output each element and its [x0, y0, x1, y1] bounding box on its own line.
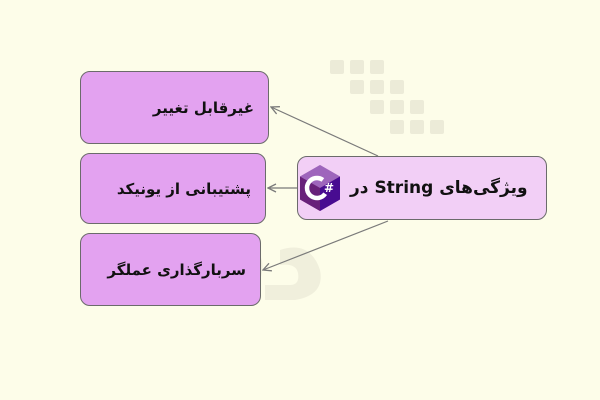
- node-unicode-support: پشتیبانی از یونیکد: [80, 153, 266, 224]
- connector-to-operator-overloading: [263, 220, 389, 270]
- node-operator-overloading-label: سربارگذاری عملگر: [107, 260, 246, 279]
- node-operator-overloading: سربارگذاری عملگر: [80, 233, 261, 306]
- csharp-logo-icon: #: [300, 165, 340, 211]
- node-unicode-support-label: پشتیبانی از یونیکد: [116, 179, 251, 198]
- main-topic-node: ویژگی‌های String در #: [297, 156, 547, 220]
- node-immutable: غیرقابل تغییر: [80, 71, 269, 144]
- svg-text:#: #: [324, 181, 334, 195]
- main-topic-label: ویژگی‌های String در: [350, 178, 528, 198]
- connector-to-immutable: [271, 107, 379, 157]
- node-immutable-label: غیرقابل تغییر: [152, 98, 254, 117]
